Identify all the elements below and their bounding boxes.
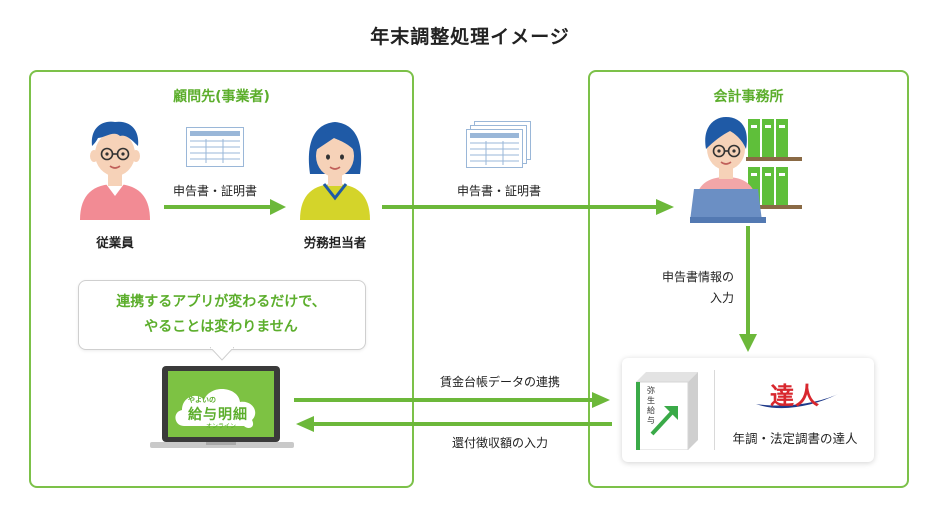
stacked-documents-icon — [466, 121, 531, 168]
input-label-line2: 入力 — [709, 291, 734, 305]
bubble-line2: やることは変わりません — [144, 319, 298, 335]
accountant-icon — [690, 117, 802, 223]
arrow-input-down — [739, 226, 757, 352]
app-name: 給与明細 — [188, 407, 248, 423]
bubble-tail — [210, 347, 234, 361]
product-label: 年調・法定調書の達人 — [732, 431, 858, 446]
yayoi-payroll-box-icon — [636, 372, 698, 450]
form-document-icon — [186, 127, 244, 167]
ledger-link-label: 賃金台帳データの連携 — [439, 375, 560, 389]
product-divider — [714, 370, 715, 450]
app-sub: オンライン — [206, 423, 237, 430]
accounting-panel-title: 会計事務所 — [713, 89, 784, 105]
client-panel — [29, 70, 414, 488]
input-label-line1: 申告書情報の — [661, 270, 734, 284]
tatsujin-logo-swoosh — [756, 394, 838, 409]
client-panel-title: 顧問先(事業者) — [173, 89, 270, 105]
tatsujin-logo: 達人 — [770, 381, 820, 410]
arrow-hr-to-office — [382, 199, 674, 215]
employee-label: 従業員 — [96, 235, 134, 250]
hr-staff-icon — [300, 122, 370, 220]
arrow-refund-to-client — [296, 416, 612, 432]
accounting-panel — [588, 70, 909, 488]
employee-icon — [80, 121, 150, 220]
doc-flow-label: 申告書・証明書 — [172, 184, 257, 198]
app-brand-small: やよいの — [188, 396, 216, 404]
refund-input-label: 還付徴収額の入力 — [451, 436, 548, 450]
arrow-ledger-to-office — [294, 392, 610, 408]
yayoi-payroll-box-text: 弥生給与 — [647, 386, 655, 425]
hr-staff-label: 労務担当者 — [303, 235, 367, 250]
doc-to-office-label: 申告書・証明書 — [456, 184, 541, 198]
bubble-line1: 連携するアプリが変わるだけで、 — [116, 294, 326, 310]
laptop-payroll-app-icon — [150, 366, 294, 448]
arrow-employee-to-hr — [164, 199, 286, 215]
diagram-title: 年末調整処理イメージ — [370, 26, 570, 48]
message-bubble — [78, 280, 366, 350]
